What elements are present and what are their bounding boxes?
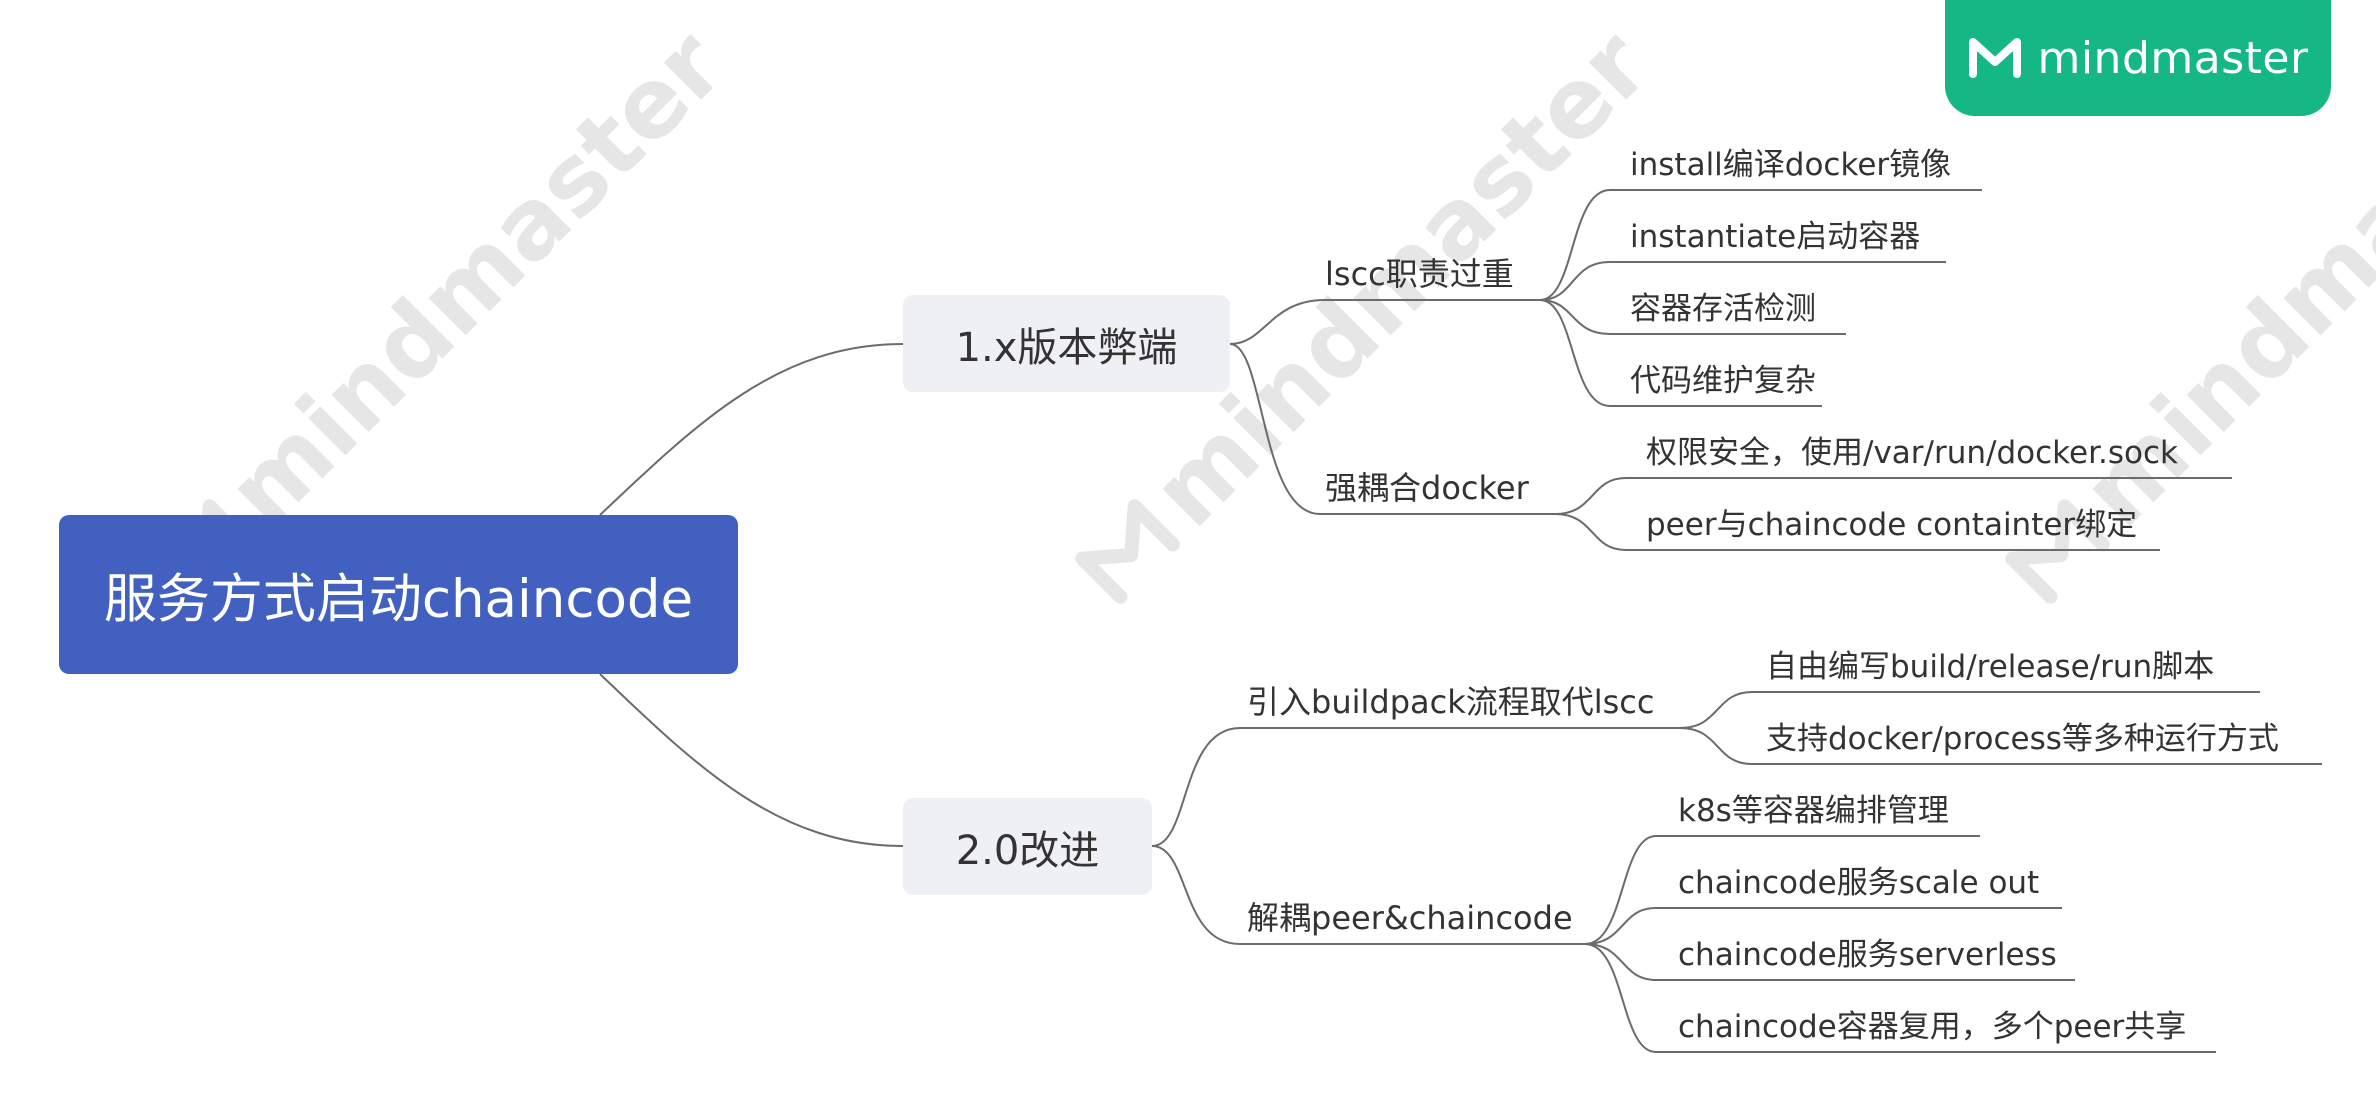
leaf-topic[interactable]: peer与chaincode containter绑定 — [1646, 507, 2138, 543]
leaf-topic[interactable]: chaincode服务scale out — [1678, 865, 2040, 901]
leaf-topic[interactable]: 支持docker/process等多种运行方式 — [1766, 721, 2279, 757]
leaf-topic[interactable]: chaincode容器复用，多个peer共享 — [1678, 1009, 2187, 1045]
mindmaster-logo-icon — [1969, 38, 2022, 78]
main-topic-20-improvements[interactable]: 2.0改进 — [903, 798, 1152, 895]
connector-line — [599, 343, 904, 516]
connector-line — [1584, 943, 1657, 1053]
connector-line — [1679, 691, 1753, 729]
leaf-topic[interactable]: chaincode服务serverless — [1678, 937, 2057, 973]
leaf-topic[interactable]: k8s等容器编排管理 — [1678, 793, 1949, 829]
connector-line — [1554, 513, 1627, 551]
connector-line — [1584, 943, 1657, 981]
connector-line — [1584, 835, 1657, 945]
leaf-topic[interactable]: 权限安全，使用/var/run/docker.sock — [1646, 435, 2178, 471]
subtopic-buildpack[interactable]: 引入buildpack流程取代lscc — [1247, 683, 1655, 721]
connector-line — [599, 673, 904, 847]
connector-line — [1584, 907, 1657, 945]
connector-line — [1554, 477, 1627, 515]
mindmaster-logo: mindmaster — [1945, 0, 2331, 116]
connector-line — [1229, 299, 1326, 345]
connector-line — [1539, 189, 1611, 301]
leaf-topic[interactable]: 容器存活检测 — [1630, 291, 1816, 327]
subtopic-decouple[interactable]: 解耦peer&chaincode — [1247, 899, 1573, 937]
connector-line — [1151, 727, 1241, 847]
root-topic[interactable]: 服务方式启动chaincode — [59, 515, 738, 674]
connector-line — [1679, 727, 1753, 765]
connector-line — [1539, 261, 1611, 301]
leaf-topic[interactable]: 代码维护复杂 — [1630, 363, 1816, 399]
leaf-topic[interactable]: 自由编写build/release/run脚本 — [1766, 649, 2215, 685]
connector-line — [1229, 343, 1321, 515]
leaf-topic[interactable]: install编译docker镜像 — [1630, 147, 1952, 183]
logo-text: mindmaster — [2037, 32, 2309, 84]
connector-line — [1151, 845, 1241, 945]
connector-line — [1539, 299, 1611, 335]
subtopic-lscc-overloaded[interactable]: lscc职责过重 — [1325, 255, 1514, 293]
leaf-topic[interactable]: instantiate启动容器 — [1630, 219, 1921, 255]
connector-line — [1539, 299, 1611, 407]
main-topic-1x-drawbacks[interactable]: 1.x版本弊端 — [903, 295, 1230, 392]
subtopic-docker-coupling[interactable]: 强耦合docker — [1325, 469, 1529, 507]
